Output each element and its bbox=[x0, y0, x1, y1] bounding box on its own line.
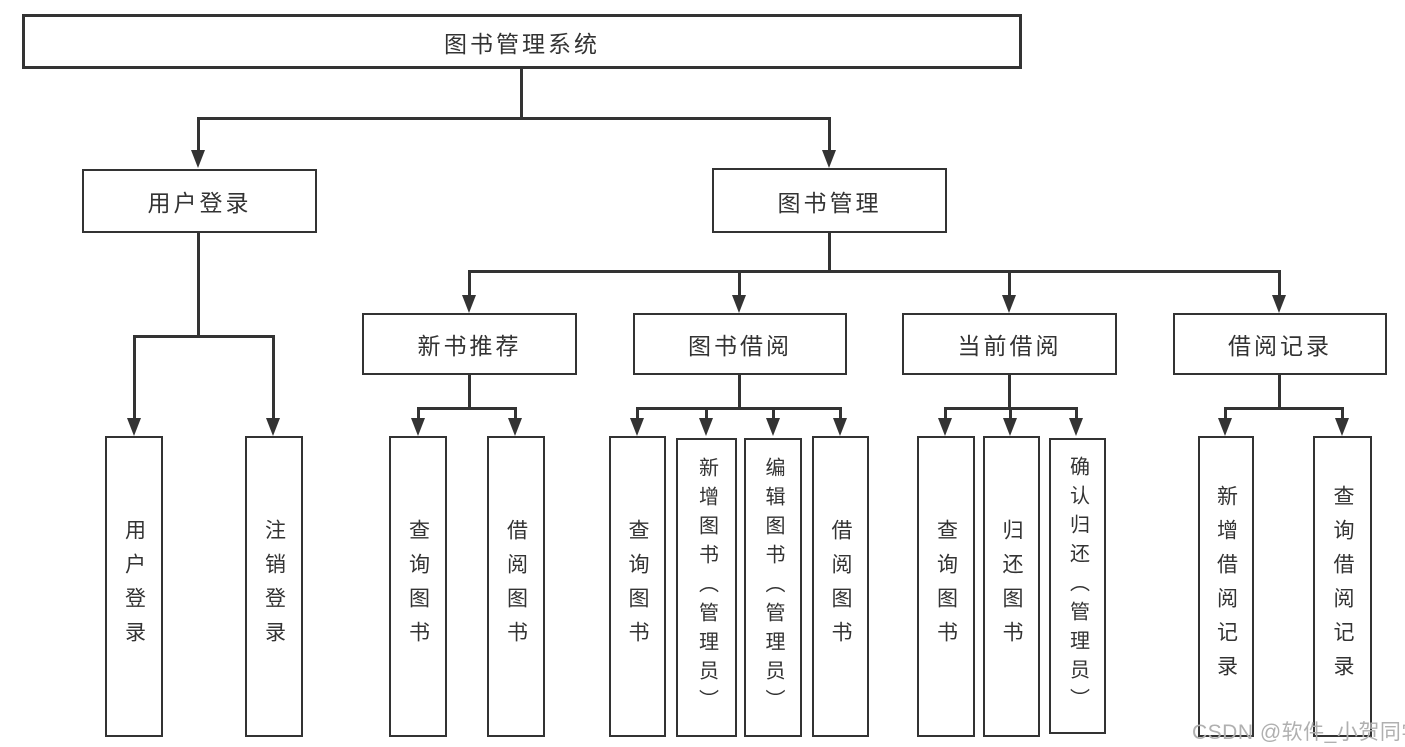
arrowhead-borrow-records bbox=[1272, 295, 1286, 313]
connector-to-bb-add bbox=[705, 407, 708, 421]
connector-new-book-rec-rail bbox=[417, 407, 517, 410]
connector-to-cb-query bbox=[944, 407, 947, 421]
arrowhead-new-book-rec bbox=[462, 295, 476, 313]
arrowhead-current-borrow bbox=[1002, 295, 1016, 313]
node-root: 图书管理系统 bbox=[22, 14, 1022, 69]
node-bb-query-books: 查询图书 bbox=[609, 436, 666, 737]
connector-user-login-rail bbox=[133, 335, 275, 338]
connector-new-book-rec-stem bbox=[468, 375, 471, 410]
connector-to-borrow-records bbox=[1278, 270, 1281, 297]
arrowhead-cb-return bbox=[1003, 418, 1017, 436]
node-login: 用户登录 bbox=[105, 436, 163, 737]
node-cb-return-books: 归还图书 bbox=[983, 436, 1040, 737]
arrowhead-book-borrow bbox=[732, 295, 746, 313]
node-nbr-query-books: 查询图书 bbox=[389, 436, 447, 737]
node-book-mgmt: 图书管理 bbox=[712, 168, 947, 233]
arrowhead-bb-edit bbox=[766, 418, 780, 436]
connector-current-borrow-stem bbox=[1008, 375, 1011, 410]
connector-book-borrow-stem bbox=[738, 375, 741, 410]
connector-to-bb-borrow bbox=[839, 407, 842, 421]
connector-to-user-login bbox=[197, 117, 200, 154]
node-bb-edit-books-admin: 编辑图书（管理员） bbox=[744, 438, 802, 737]
arrowhead-cb-confirm bbox=[1069, 418, 1083, 436]
arrowhead-bb-query bbox=[630, 418, 644, 436]
arrowhead-br-add bbox=[1218, 418, 1232, 436]
connector-to-nbr-borrow bbox=[514, 407, 517, 421]
connector-book-mgmt-rail bbox=[468, 270, 1281, 273]
arrowhead-login bbox=[127, 418, 141, 436]
arrowhead-bb-borrow bbox=[833, 418, 847, 436]
arrowhead-bb-add bbox=[699, 418, 713, 436]
connector-borrow-records-stem bbox=[1278, 375, 1281, 410]
connector-to-cb-confirm bbox=[1075, 407, 1078, 421]
node-logout: 注销登录 bbox=[245, 436, 303, 737]
connector-borrow-records-rail bbox=[1224, 407, 1344, 410]
node-book-borrow: 图书借阅 bbox=[633, 313, 847, 375]
connector-to-nbr-query bbox=[417, 407, 420, 421]
connector-to-logout bbox=[272, 335, 275, 421]
node-cb-confirm-return-admin: 确认归还（管理员） bbox=[1049, 438, 1106, 734]
connector-to-new-book-rec bbox=[468, 270, 471, 297]
connector-to-bb-edit bbox=[772, 407, 775, 421]
connector-to-br-query bbox=[1341, 407, 1344, 421]
connector-book-mgmt-stem bbox=[828, 233, 831, 273]
node-bb-borrow-books: 借阅图书 bbox=[812, 436, 869, 737]
connector-root-stem bbox=[520, 69, 523, 119]
arrowhead-cb-query bbox=[938, 418, 952, 436]
connector-to-current-borrow bbox=[1008, 270, 1011, 297]
connector-to-cb-return bbox=[1009, 407, 1012, 421]
connector-book-borrow-rail bbox=[636, 407, 841, 410]
node-current-borrow: 当前借阅 bbox=[902, 313, 1117, 375]
connector-to-book-borrow bbox=[738, 270, 741, 297]
node-bb-add-books-admin: 新增图书（管理员） bbox=[676, 438, 737, 737]
node-borrow-records: 借阅记录 bbox=[1173, 313, 1387, 375]
node-br-add-record: 新增借阅记录 bbox=[1198, 436, 1254, 737]
arrowhead-nbr-query bbox=[411, 418, 425, 436]
node-nbr-borrow-books: 借阅图书 bbox=[487, 436, 545, 737]
node-user-login: 用户登录 bbox=[82, 169, 317, 233]
connector-to-bb-query bbox=[636, 407, 639, 421]
connector-to-book-mgmt bbox=[828, 117, 831, 154]
arrowhead-book-mgmt bbox=[822, 150, 836, 168]
connector-to-br-add bbox=[1224, 407, 1227, 421]
node-cb-query-books: 查询图书 bbox=[917, 436, 975, 737]
csdn-watermark: CSDN @软件_小贺同学 bbox=[1192, 721, 1405, 744]
arrowhead-user-login bbox=[191, 150, 205, 168]
node-new-book-rec: 新书推荐 bbox=[362, 313, 577, 375]
connector-to-login bbox=[133, 335, 136, 421]
arrowhead-nbr-borrow bbox=[508, 418, 522, 436]
node-br-query-record: 查询借阅记录 bbox=[1313, 436, 1372, 737]
arrowhead-logout bbox=[266, 418, 280, 436]
connector-root-rail bbox=[197, 117, 831, 120]
arrowhead-br-query bbox=[1335, 418, 1349, 436]
connector-user-login-stem bbox=[197, 233, 200, 338]
